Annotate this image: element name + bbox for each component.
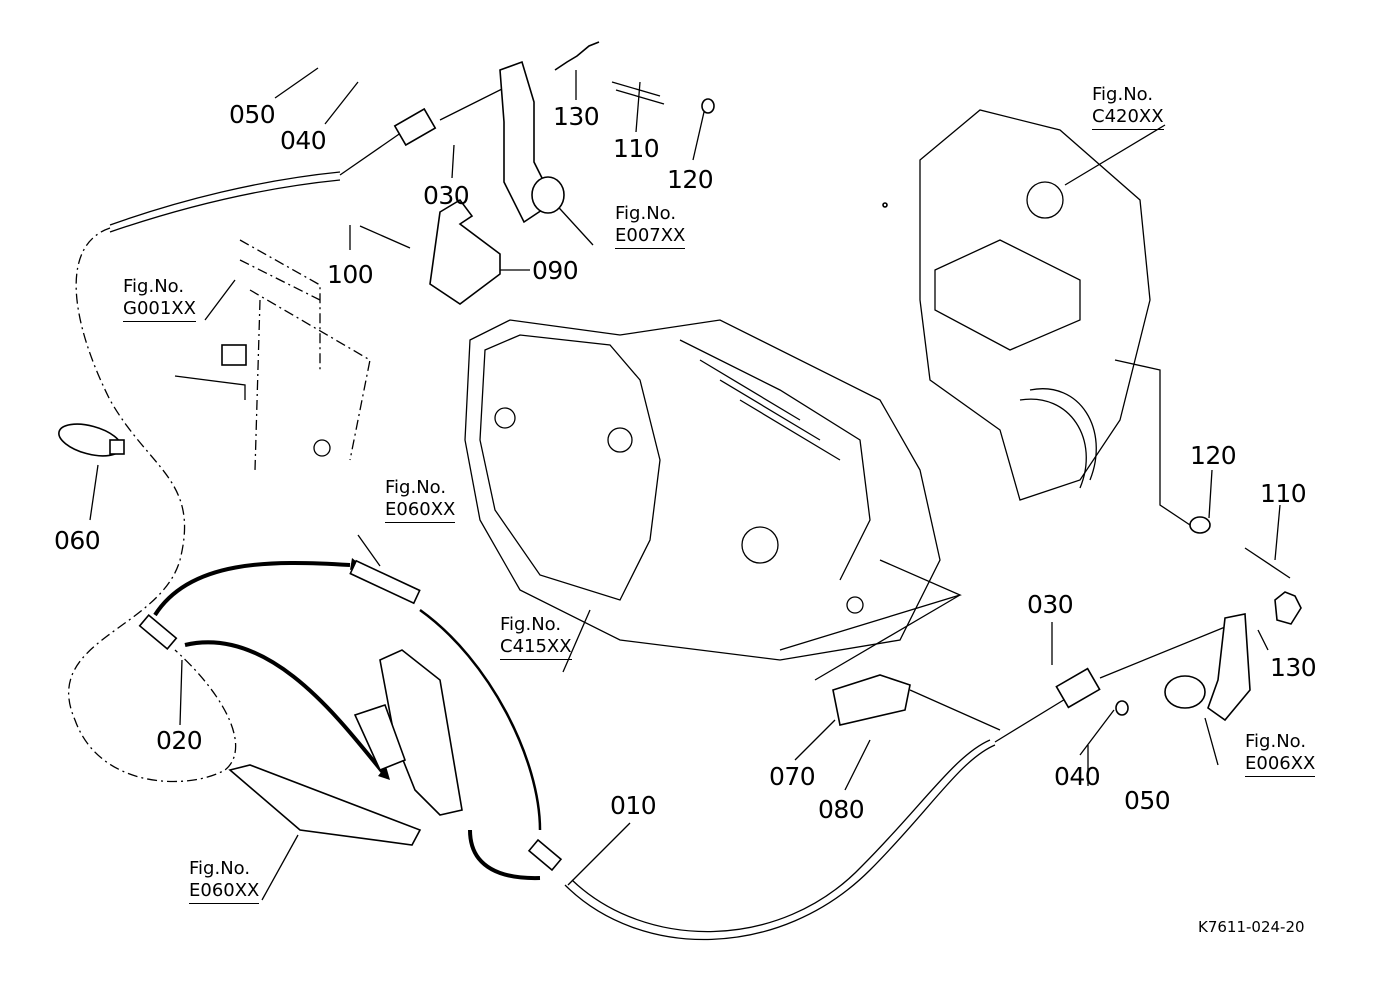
part-label-130: 130 xyxy=(553,102,600,131)
part-label-120-right: 120 xyxy=(1190,441,1237,470)
bottom-cable-assembly xyxy=(564,202,1302,941)
fig-ref-prefix: Fig.No. xyxy=(615,203,677,224)
part-label-070: 070 xyxy=(769,762,816,791)
fig-ref-prefix: Fig.No. xyxy=(1245,731,1307,752)
part-label-020: 020 xyxy=(156,726,203,755)
fig-ref-code: E060XX xyxy=(189,880,260,904)
fig-ref-code: C420XX xyxy=(1092,106,1164,130)
top-cable-assembly xyxy=(68,41,715,783)
part-label-040-bottom: 040 xyxy=(1054,762,1101,791)
fig-ref-e060xx-bottom: Fig.No. E060XX xyxy=(189,858,260,904)
fig-ref-prefix: Fig.No. xyxy=(385,477,447,498)
pedal-bracket xyxy=(138,559,563,872)
fig-ref-e007xx: Fig.No. E007XX xyxy=(615,203,686,249)
leader-lines xyxy=(89,67,1281,901)
part-label-090: 090 xyxy=(532,256,579,285)
fig-ref-prefix: Fig.No. xyxy=(1092,84,1154,105)
fig-ref-code: E006XX xyxy=(1245,753,1316,777)
fig-ref-code: G001XX xyxy=(123,298,196,322)
fig-ref-c415xx: Fig.No. C415XX xyxy=(500,614,572,660)
frame xyxy=(58,239,371,471)
fig-ref-prefix: Fig.No. xyxy=(123,276,185,297)
fig-ref-prefix: Fig.No. xyxy=(189,858,251,879)
fig-ref-g001xx: Fig.No. G001XX xyxy=(123,276,196,322)
document-id: K7611-024-20 xyxy=(1198,918,1305,936)
fig-ref-code: C415XX xyxy=(500,636,572,660)
part-label-110: 110 xyxy=(613,134,660,163)
part-label-030: 030 xyxy=(423,181,470,210)
fig-ref-e060xx-top: Fig.No. E060XX xyxy=(385,477,456,523)
part-label-030-bottom: 030 xyxy=(1027,590,1074,619)
routing-arrows xyxy=(153,558,542,881)
part-label-040: 040 xyxy=(280,126,327,155)
fig-ref-code: E060XX xyxy=(385,499,456,523)
part-label-110-right: 110 xyxy=(1260,479,1307,508)
part-label-120: 120 xyxy=(667,165,714,194)
rear-housing xyxy=(919,109,1191,526)
part-label-060: 060 xyxy=(54,526,101,555)
transmission-housing xyxy=(464,319,962,661)
fig-ref-c420xx: Fig.No. C420XX xyxy=(1092,84,1164,130)
fig-ref-prefix: Fig.No. xyxy=(500,614,562,635)
part-label-100: 100 xyxy=(327,260,374,289)
part-label-050-bottom: 050 xyxy=(1124,786,1171,815)
part-label-130-right: 130 xyxy=(1270,653,1317,682)
part-label-080: 080 xyxy=(818,795,865,824)
fig-ref-code: E007XX xyxy=(615,225,686,249)
fig-ref-e006xx: Fig.No. E006XX xyxy=(1245,731,1316,777)
part-label-010: 010 xyxy=(610,791,657,820)
part-label-050: 050 xyxy=(229,100,276,129)
